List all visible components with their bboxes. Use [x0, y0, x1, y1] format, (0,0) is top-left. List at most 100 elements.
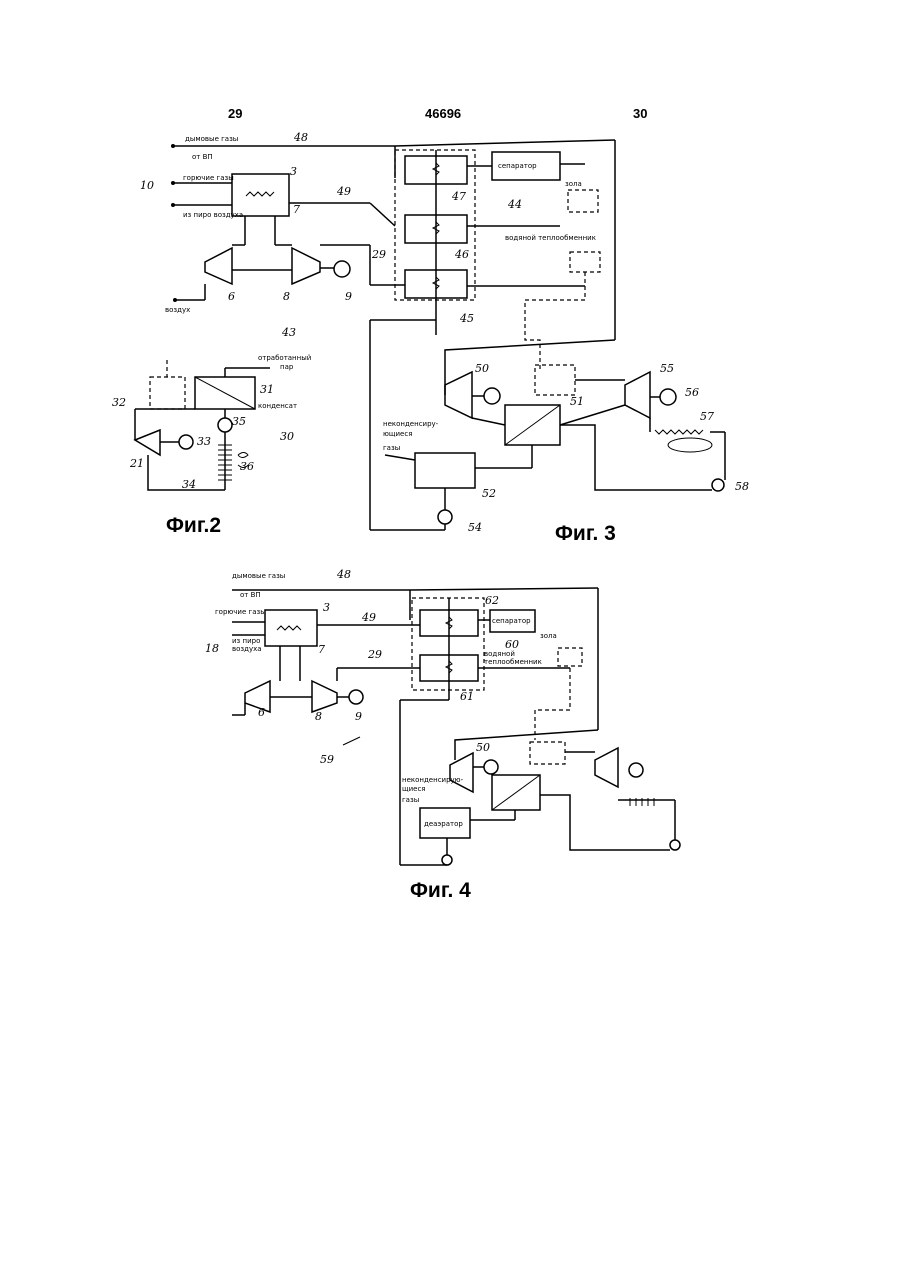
figure-3-diagram [171, 140, 725, 530]
pump-58 [712, 479, 724, 491]
fig4-turbine-8 [312, 681, 337, 712]
fig4-num-49: 49 [361, 611, 376, 624]
fig4-turbine-50 [450, 753, 473, 792]
fig2-num-34: 34 [182, 478, 196, 491]
condenser-to-55 [560, 405, 625, 425]
top-loop-line [395, 140, 615, 146]
figure-2-caption: Фиг.2 [166, 514, 221, 538]
pump-54 [438, 510, 452, 524]
fig4-air-heater-label: из пиро [232, 637, 260, 645]
fig2-num-36: 36 [240, 460, 254, 473]
fig3-ash-label: зола [565, 180, 582, 188]
fig4-num-6: 6 [258, 706, 265, 719]
fig2-num-31: 31 [260, 383, 274, 396]
fig3-num-3: 3 [290, 165, 297, 178]
fig3-noncondensing2-label: ющиеся [383, 430, 412, 438]
fig2-num-30: 30 [280, 430, 294, 443]
fig2-num-21: 21 [129, 457, 144, 470]
fig3-num-9: 9 [345, 290, 352, 303]
fig3-num-44: 44 [507, 198, 522, 211]
fig4-water-hx-label: водяной [484, 650, 515, 658]
ash-dashed-box [568, 190, 598, 212]
fig4-gases-label: газы [402, 796, 419, 804]
fig4-num-60: 60 [505, 638, 519, 651]
fig3-num-29: 29 [371, 248, 386, 261]
turbine-to-condenser [472, 418, 505, 425]
fig3-num-52: 52 [482, 487, 496, 500]
fig2-exhaust-steam-label: отработанный [258, 354, 311, 362]
turbine-55 [625, 372, 650, 418]
fig4-air-heater2-label: воздуха [232, 645, 262, 653]
fig4-noncondensing2-label: щиеся [402, 785, 426, 793]
fig3-num-57: 57 [700, 410, 714, 423]
generator-56 [660, 389, 676, 405]
fig4-dashed-box [558, 648, 582, 666]
fig3-fuel-gas-label: горючие газы [183, 174, 234, 182]
fig2-turbine-21 [135, 430, 160, 455]
deaerator-52 [415, 453, 475, 488]
fig3-num-6: 6 [228, 290, 235, 303]
fig3-air-label: воздух [165, 306, 190, 314]
fig3-num-55: 55 [660, 362, 674, 375]
fig3-num-8: 8 [283, 290, 290, 303]
fig4-hx-casing-60 [412, 598, 484, 690]
fig4-num-18: 18 [205, 642, 219, 655]
combustor-coil [246, 192, 274, 196]
fig4-num-7: 7 [318, 643, 325, 656]
fig3-air-heater-label: из пиро воздуха [183, 211, 243, 219]
generator-50 [484, 388, 500, 404]
fig4-separator-label: сепаратор [492, 617, 531, 625]
fig3-water-hx-label: водяной теплообменник [505, 234, 596, 242]
air-intake-dot [173, 298, 177, 302]
fig3-num-50: 50 [475, 362, 489, 375]
fig4-num-59: 59 [320, 753, 334, 766]
generator-9 [334, 261, 350, 277]
fig3-from-vp-label: от ВП [192, 153, 213, 161]
pump-58-return [560, 425, 712, 490]
fig4-generator-9 [349, 690, 363, 704]
loop-to-turbine-50 [445, 340, 615, 395]
fig3-num-45: 45 [459, 312, 474, 325]
fig3-num-47: 47 [451, 190, 466, 203]
fig3-num-7: 7 [293, 203, 300, 216]
hx-stack-casing-44 [395, 150, 475, 300]
fig2-generator-33 [179, 435, 193, 449]
fig3-num-43: 43 [281, 326, 296, 339]
figure-4-caption: Фиг. 4 [410, 879, 471, 903]
fig4-num-62: 62 [485, 594, 499, 607]
fig4-pointer-59 [343, 737, 360, 745]
fig3-num-46: 46 [454, 248, 469, 261]
fig2-pump-35 [218, 418, 232, 432]
fig4-ash-label: зола [540, 632, 557, 640]
dashed-box-51 [535, 365, 575, 395]
fig4-dashed-box-2 [530, 742, 565, 764]
fig4-turbine-2 [595, 748, 618, 787]
figure-3-caption: Фиг. 3 [555, 522, 616, 546]
condenser-31-diagonal [195, 377, 255, 409]
line-49-diag [370, 203, 395, 226]
fuel-gas-inlet-dot [171, 181, 175, 185]
water-hx-dashed-box [570, 252, 600, 272]
fig4-top-loop [410, 588, 598, 590]
fig3-num-51: 51 [570, 395, 584, 408]
fig4-flue-gas-label: дымовые газы [232, 572, 285, 580]
fig4-generator-2 [629, 763, 643, 777]
fig2-num-35: 35 [232, 415, 246, 428]
fig4-noncondensing-label: неконденсирую- [402, 776, 464, 784]
fig4-from-vp-label: от ВП [240, 591, 261, 599]
fig3-noncondensing-label: неконденсиру- [383, 420, 439, 428]
fig2-num-33: 33 [197, 435, 211, 448]
fig4-condenser-diagonal [492, 775, 540, 810]
fig3-num-10: 10 [140, 179, 154, 192]
fig4-deaerator-label: деаэратор [424, 820, 463, 828]
fig2-dashed-box [150, 377, 185, 409]
fig3-num-58: 58 [735, 480, 749, 493]
fig2-condensate-label: конденсат [258, 402, 297, 410]
cooler-fan-57 [668, 438, 712, 452]
noncondensing-line [385, 455, 415, 460]
fig4-pump [670, 840, 680, 850]
fig4-num-61: 61 [460, 690, 474, 703]
fig3-num-49: 49 [336, 185, 351, 198]
